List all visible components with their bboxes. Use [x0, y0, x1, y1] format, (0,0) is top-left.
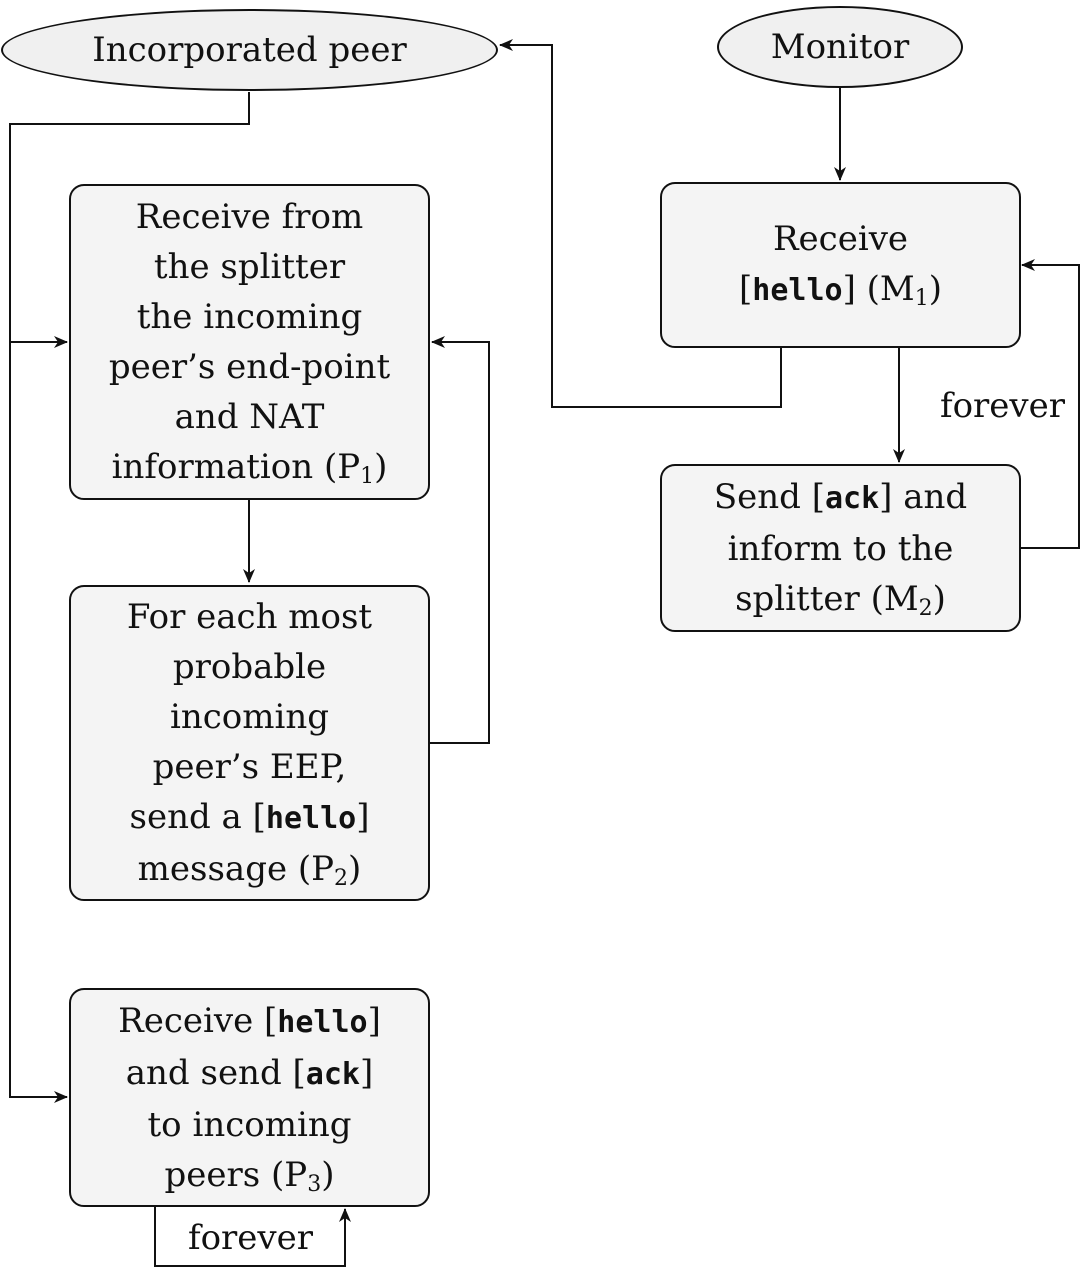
m1-line-1: Receive: [772, 219, 909, 259]
p3-l4-suffix: ): [321, 1154, 335, 1195]
m2-line-2: inform to the: [727, 529, 954, 569]
p1-line-2: the splitter: [153, 247, 346, 287]
m2-l3-prefix: splitter (M: [735, 579, 919, 619]
forever-monitor-loop-label: forever: [940, 386, 1066, 426]
p3-l1-suffix: ]: [367, 1000, 381, 1041]
m2-node: Send [ack] and inform to the splitter (M…: [660, 464, 1021, 632]
p2-send-prefix: send a [: [129, 797, 266, 837]
p3-l2-prefix: and send [: [125, 1052, 306, 1093]
p1-line-6: information (P1): [112, 442, 388, 492]
p3-l1-prefix: Receive [: [118, 1000, 278, 1041]
edge-peer-to-p3: [9, 342, 68, 1103]
m2-l1-prefix: Send [: [713, 477, 825, 517]
p3-ack-message: ack: [305, 1056, 360, 1092]
p2-line-1: For each most: [126, 597, 373, 637]
p3-subscript: 3: [307, 1171, 322, 1197]
p3-line-1: Receive [hello]: [118, 996, 381, 1048]
m2-line-1: Send [ack] and: [714, 472, 967, 524]
p3-node: Receive [hello] and send [ack] to incomi…: [69, 988, 430, 1207]
m2-subscript: 2: [918, 596, 933, 621]
p1-line-4: peer’s end-point: [108, 347, 391, 387]
p3-l4-prefix: peers (P: [164, 1154, 308, 1195]
edge-p2-loop-to-p1: [430, 336, 490, 744]
m2-line-3: splitter (M2): [735, 574, 946, 624]
m2-l1-suffix: ] and: [879, 477, 968, 517]
p2-line-3: incoming: [169, 697, 330, 737]
m1-hello-message: hello: [752, 273, 843, 308]
p2-line-6: message (P2): [138, 844, 362, 894]
p2-line-5: send a [hello]: [130, 792, 370, 844]
p2-hello-message: hello: [265, 801, 357, 836]
p1-last-suffix: ): [374, 447, 388, 487]
m1-line-2: [hello] (M1): [739, 264, 942, 316]
p1-line-1: Receive from: [135, 197, 364, 237]
m1-subscript: 1: [914, 286, 929, 311]
m1-l2-suffix: ): [928, 269, 942, 309]
p3-line-3: to incoming: [147, 1104, 352, 1145]
edge-peer-to-p1: [9, 92, 250, 348]
monitor-node: Monitor: [717, 6, 963, 88]
edge-p3-forever-loop: [154, 1207, 351, 1267]
p3-line-2: and send [ack]: [126, 1048, 374, 1100]
edge-m1-to-incorporated-peer: [499, 39, 782, 408]
p1-node: Receive from the splitter the incoming p…: [69, 184, 430, 500]
p1-last-prefix: information (P: [111, 447, 361, 487]
p2-last-prefix: message (P: [137, 849, 335, 889]
p2-last-suffix: ): [348, 849, 362, 889]
p2-line-4: peer’s EEP,: [152, 747, 347, 787]
p3-l2-suffix: ]: [359, 1052, 374, 1093]
m1-l2-mid: ] (M: [842, 269, 915, 309]
incorporated-peer-label: Incorporated peer: [92, 30, 407, 70]
p3-line-4: peers (P3): [165, 1150, 335, 1200]
p2-send-suffix: ]: [356, 797, 370, 837]
p1-line-3: the incoming: [136, 297, 363, 337]
m1-node: Receive [hello] (M1): [660, 182, 1021, 348]
forever-peer-loop-label: forever: [188, 1218, 314, 1258]
m1-l2-prefix: [: [739, 269, 753, 309]
p1-subscript: 1: [360, 464, 375, 489]
edge-m2-forever-loop: [1020, 259, 1080, 549]
m2-ack-message: ack: [824, 481, 880, 516]
p2-node: For each most probable incoming peer’s E…: [69, 585, 430, 901]
monitor-label: Monitor: [770, 27, 910, 67]
p2-line-2: probable: [172, 647, 327, 687]
incorporated-peer-node: Incorporated peer: [1, 9, 498, 91]
p2-subscript: 2: [334, 866, 349, 891]
m2-l3-suffix: ): [932, 579, 946, 619]
p1-line-5: and NAT: [174, 397, 325, 437]
p3-hello-message: hello: [277, 1004, 368, 1040]
